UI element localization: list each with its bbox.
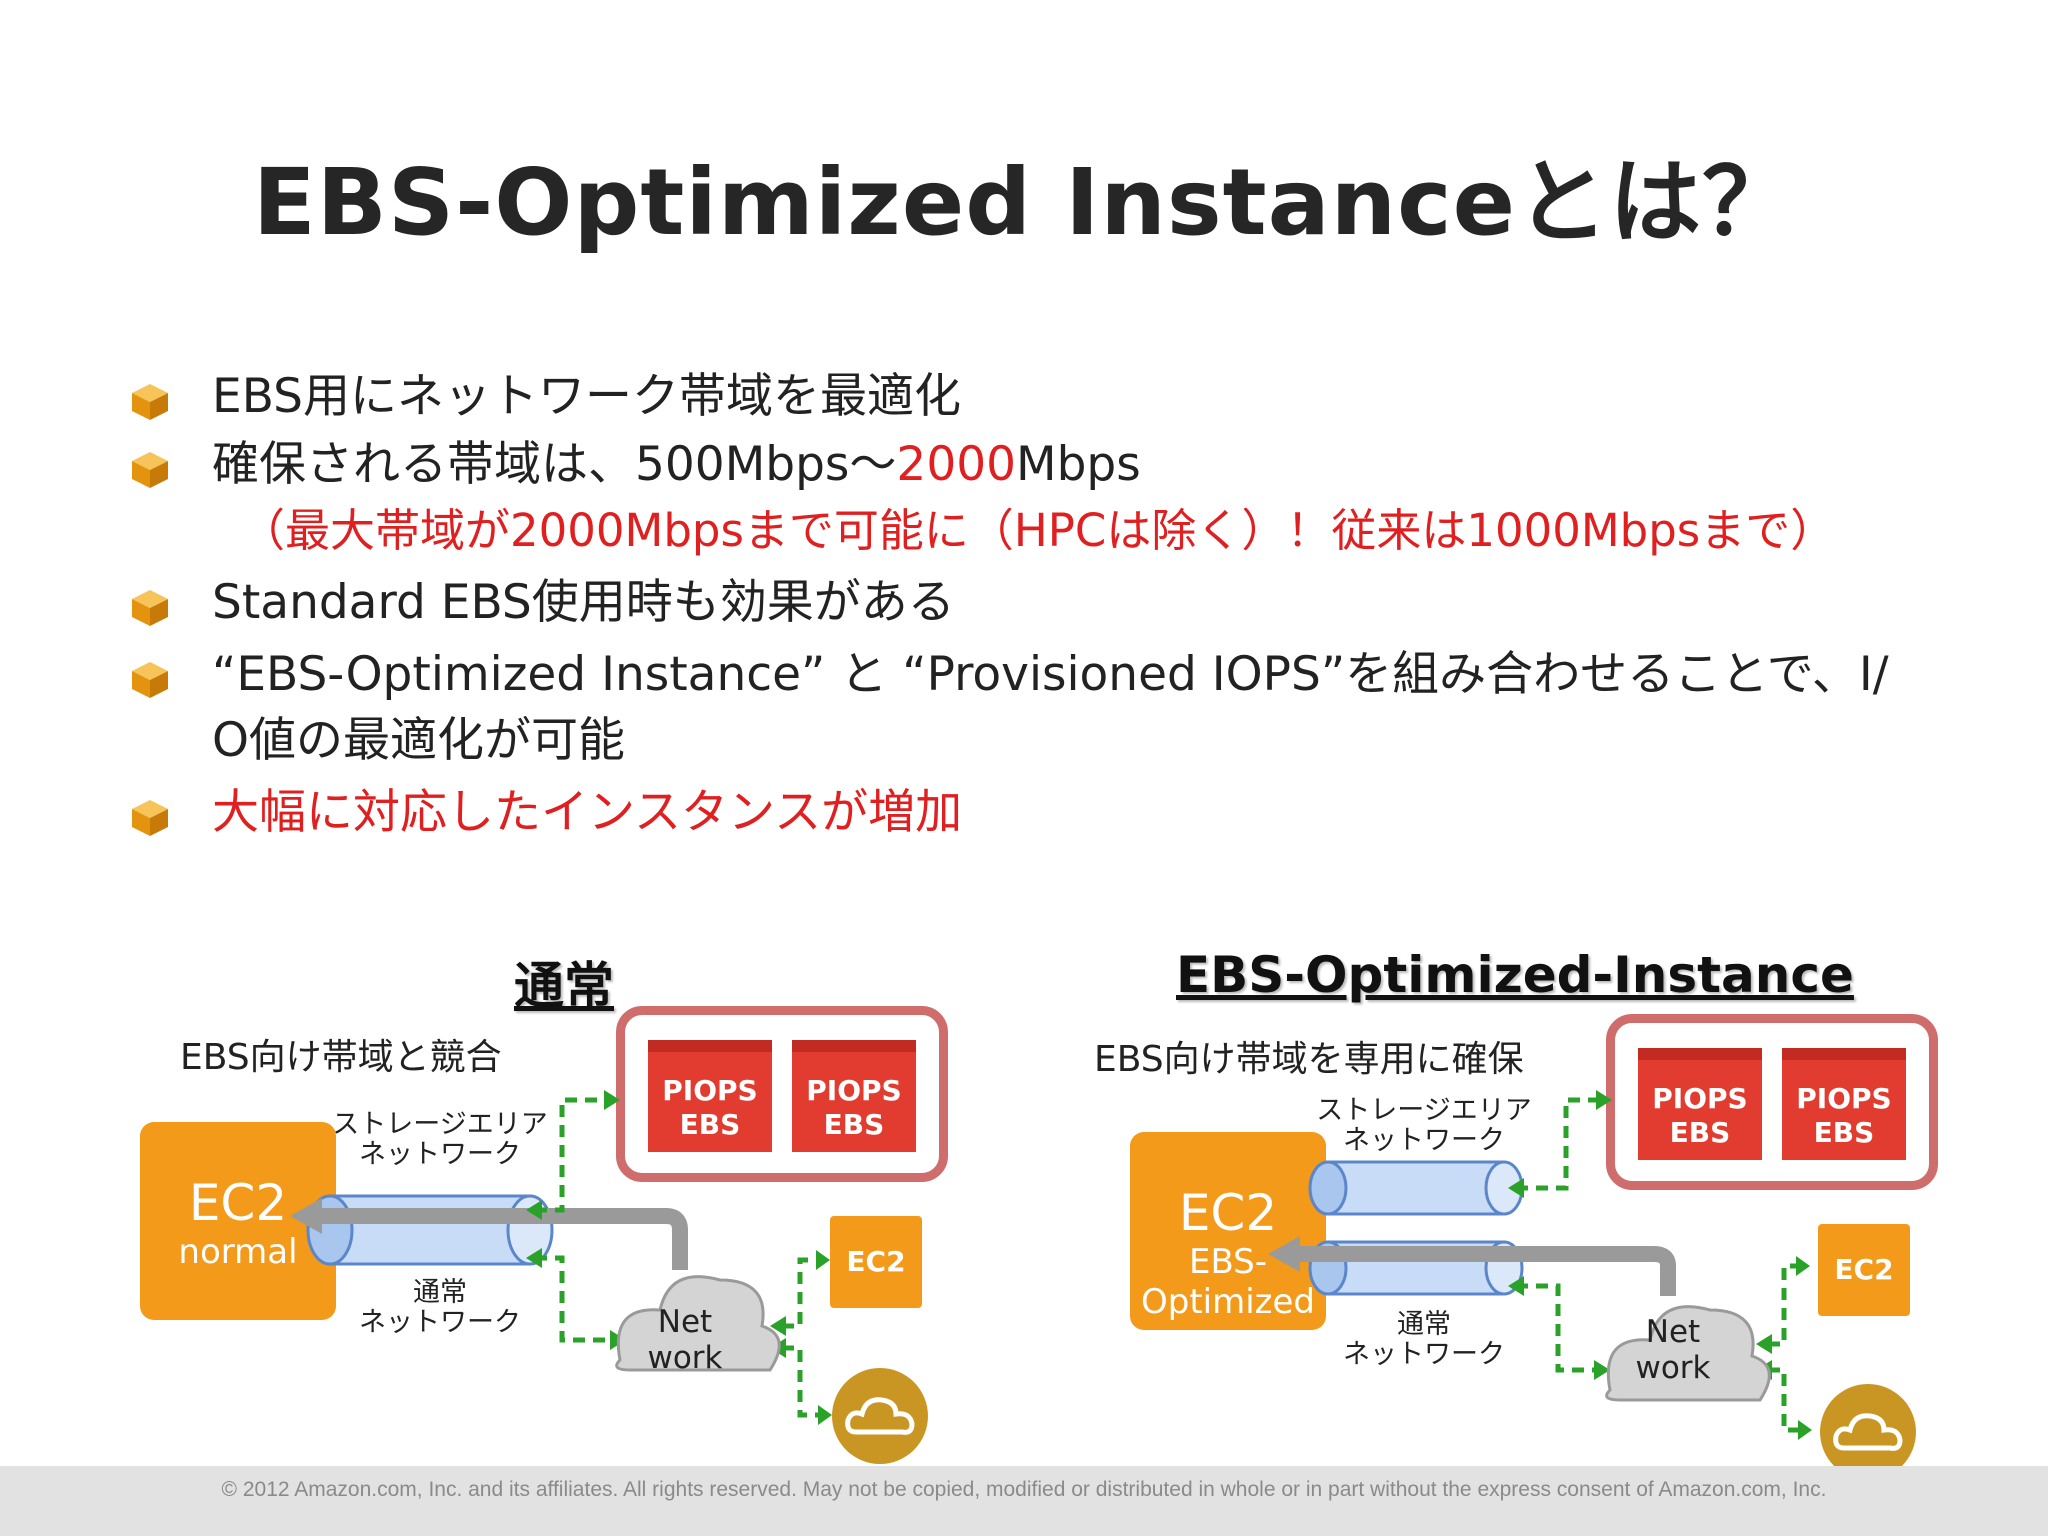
bullet-text: 確保される帯域は、500Mbps〜 xyxy=(212,437,897,492)
copyright-text: © 2012 Amazon.com, Inc. and its affiliat… xyxy=(221,1478,1827,1501)
bullet-text: EBS用にネットワーク帯域を最適化 xyxy=(212,369,961,424)
bullet-text-line: “EBS-Optimized Instance” と “Provisioned … xyxy=(212,647,1889,702)
bullet-item: 大幅に対応したインスタンスが増加 xyxy=(130,780,2030,846)
bullet-subnote: （最大帯域が2000Mbpsまで可能に（HPCは除く）！従来は1000Mbpsま… xyxy=(240,504,1836,557)
traffic-arrow xyxy=(1286,1246,1676,1296)
aws-cube-icon xyxy=(132,452,168,488)
diagram-title: EBS-Optimized-Instance xyxy=(1176,946,1854,1004)
ec2-normal-instance: EC2 normal xyxy=(140,1122,336,1320)
ec2-small-instance: EC2 xyxy=(830,1216,922,1308)
diagram-title: 通常 xyxy=(514,957,614,1015)
arrow-head xyxy=(290,1198,322,1234)
diagram-subtitle: EBS向け帯域と競合 xyxy=(180,1037,502,1078)
diagram-subtitle: EBS向け帯域を専用に確保 xyxy=(1094,1039,1524,1080)
bullet-text: Mbps xyxy=(1016,437,1141,492)
aws-cube-icon xyxy=(132,590,168,626)
bullet-item: 確保される帯域は、500Mbps〜2000Mbps xyxy=(130,432,2030,498)
ebs-optimized-diagram-connectors xyxy=(1268,1090,1812,1440)
cloud-icon xyxy=(832,1368,928,1464)
bullet-item: “EBS-Optimized Instance” と “Provisioned … xyxy=(130,642,2030,774)
bullet-item: EBS用にネットワーク帯域を最適化 xyxy=(130,364,2030,430)
normal-diagram-connectors xyxy=(290,1090,832,1425)
storage-pipe xyxy=(1308,1160,1524,1216)
network-pipe xyxy=(306,1194,554,1266)
bullet-item: Standard EBS使用時も効果がある xyxy=(130,570,2030,636)
arrow-head xyxy=(1268,1236,1300,1272)
ec2-small-instance: EC2 xyxy=(1818,1224,1910,1316)
bullet-text: Standard EBS使用時も効果がある xyxy=(212,575,955,630)
aws-cube-icon xyxy=(132,800,168,836)
bullet-list: EBS用にネットワーク帯域を最適化 確保される帯域は、500Mbps〜2000M… xyxy=(130,364,2030,846)
bullet-text-line: O値の最適化が可能 xyxy=(212,713,625,768)
bullet-text: 大幅に対応したインスタンスが増加 xyxy=(212,785,963,840)
ec2-ebs-optimized-instance: EC2 EBS- Optimized xyxy=(1130,1132,1326,1330)
storage-network-label: ストレージエリアネットワーク xyxy=(1316,1095,1532,1156)
bullet-highlight: 2000 xyxy=(896,437,1017,492)
page-title: EBS-Optimized Instanceとは？ xyxy=(252,149,1796,256)
aws-cube-icon xyxy=(132,384,168,420)
ebs-optimized-diagram: EBS-Optimized-Instance EBS向け帯域を専用に確保 PIO… xyxy=(1094,930,2048,1490)
storage-network-label: ストレージエリアネットワーク xyxy=(332,1109,548,1170)
aws-cube-icon xyxy=(132,662,168,698)
network-cloud xyxy=(1605,1305,1771,1402)
normal-network-label: 通常ネットワーク xyxy=(359,1277,521,1338)
footer: © 2012 Amazon.com, Inc. and its affiliat… xyxy=(0,1466,2048,1536)
normal-network-label: 通常ネットワーク xyxy=(1343,1309,1505,1370)
cloud-icon xyxy=(1820,1384,1916,1480)
network-cloud xyxy=(615,1275,781,1372)
traffic-arrow xyxy=(310,1208,688,1270)
